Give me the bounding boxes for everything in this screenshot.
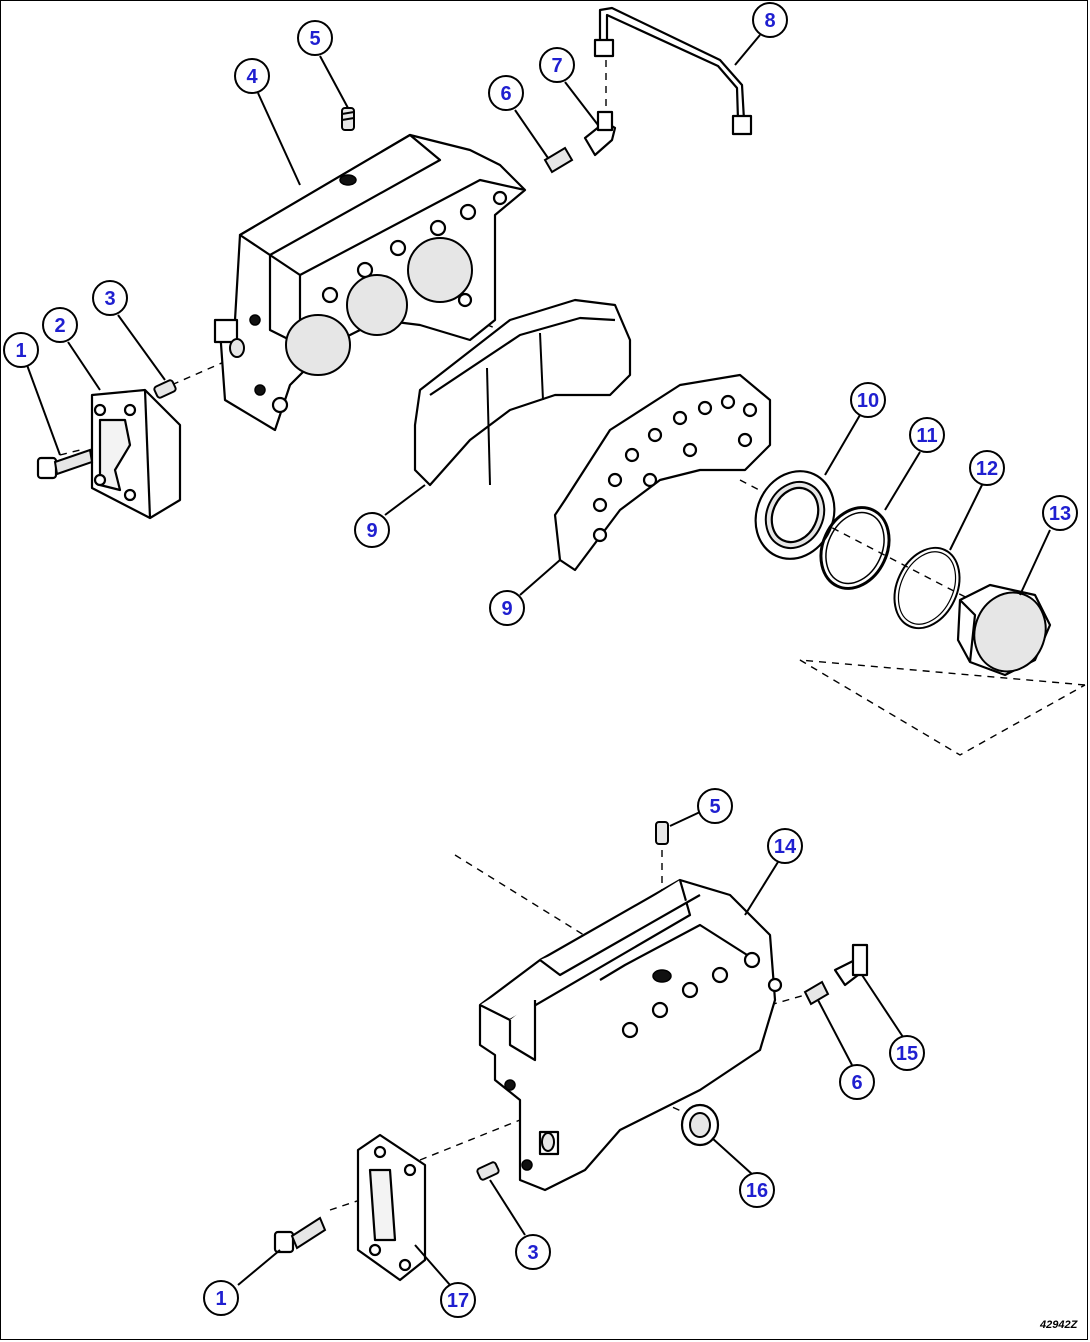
callout-circle [354, 512, 390, 548]
mounting-plate-upper [90, 388, 182, 520]
callout-3: 3 [515, 1234, 551, 1270]
callout-12: 12 [969, 450, 1005, 486]
callout-circle [297, 20, 333, 56]
callout-label: 4 [246, 66, 258, 88]
callout-circle [889, 1035, 925, 1071]
callout-label: 1 [15, 340, 26, 362]
elbow-fitting-15 [833, 943, 869, 987]
elbow-fitting-upper [583, 110, 617, 157]
plug-16 [680, 1103, 720, 1147]
callout-16: 16 [739, 1172, 775, 1208]
callout-5: 5 [697, 788, 733, 824]
brake-pad-inner [413, 298, 632, 487]
callout-circle [839, 1064, 875, 1100]
mounting-plate-17 [356, 1133, 427, 1282]
callout-circle [767, 828, 803, 864]
callout-15: 15 [889, 1035, 925, 1071]
piston-13 [956, 583, 1052, 677]
bleeder-screw-upper [341, 107, 355, 131]
callout-label: 8 [764, 10, 775, 32]
callout-label: 6 [851, 1072, 862, 1094]
o-ring-12 [893, 546, 961, 630]
callout-label: 9 [366, 520, 377, 542]
callout-label: 10 [857, 390, 879, 412]
bolt-upper [36, 448, 94, 480]
brake-tube [593, 6, 753, 136]
callout-label: 13 [1049, 503, 1071, 525]
callout-circle [42, 307, 78, 343]
bolt-lower [273, 1216, 327, 1254]
callout-leaders [26, 34, 1051, 1286]
callout-circle [234, 58, 270, 94]
drawing-code: 42942Z [1039, 1319, 1079, 1331]
callout-circle [697, 788, 733, 824]
callout-circle [1042, 495, 1078, 531]
callout-label: 3 [104, 288, 115, 310]
callout-circle [92, 280, 128, 316]
callout-circle [539, 47, 575, 83]
callout-label: 11 [916, 425, 937, 447]
callout-label: 1 [215, 1288, 226, 1310]
callout-6: 6 [488, 75, 524, 111]
callout-9: 9 [489, 590, 525, 626]
callout-10: 10 [850, 382, 886, 418]
callout-13: 13 [1042, 495, 1078, 531]
callout-label: 12 [976, 458, 998, 480]
plug-lower [476, 1161, 500, 1181]
o-ring-11 [819, 506, 891, 590]
callout-5: 5 [297, 20, 333, 56]
callout-circle [203, 1280, 239, 1316]
callout-6: 6 [839, 1064, 875, 1100]
callout-circle [909, 417, 945, 453]
upper-caliper-housing [213, 133, 527, 432]
fitting-upper [543, 146, 574, 174]
callout-circle [515, 1234, 551, 1270]
callout-2: 2 [42, 307, 78, 343]
callout-circle [739, 1172, 775, 1208]
callout-label: 9 [501, 598, 512, 620]
callout-circle [850, 382, 886, 418]
callout-label: 14 [774, 836, 797, 858]
callout-label: 6 [500, 83, 511, 105]
callout-11: 11 [909, 417, 945, 453]
callout-8: 8 [752, 2, 788, 38]
callout-circle [3, 332, 39, 368]
callout-9: 9 [354, 512, 390, 548]
fitting-lower [803, 980, 830, 1006]
plug-upper [153, 379, 177, 399]
callout-7: 7 [539, 47, 575, 83]
callout-circle [489, 590, 525, 626]
callout-label: 2 [54, 315, 65, 337]
callout-1: 1 [3, 332, 39, 368]
callout-4: 4 [234, 58, 270, 94]
callout-label: 5 [709, 796, 720, 818]
callout-label: 16 [746, 1180, 768, 1202]
brake-pad-outer [553, 373, 772, 572]
callout-circle [969, 450, 1005, 486]
callout-3: 3 [92, 280, 128, 316]
callout-label: 5 [309, 28, 320, 50]
bleeder-screw-lower [655, 821, 669, 845]
callout-14: 14 [767, 828, 803, 864]
callout-17: 17 [440, 1282, 476, 1318]
seal-ring-10 [754, 470, 836, 560]
callout-label: 3 [527, 1242, 538, 1264]
callout-1: 1 [203, 1280, 239, 1316]
lower-caliper-housing [478, 878, 783, 1192]
callout-label: 17 [447, 1290, 469, 1312]
callout-circle [488, 75, 524, 111]
callout-label: 15 [896, 1043, 918, 1065]
callout-label: 7 [551, 55, 562, 77]
callout-circle [752, 2, 788, 38]
callout-circle [440, 1282, 476, 1318]
